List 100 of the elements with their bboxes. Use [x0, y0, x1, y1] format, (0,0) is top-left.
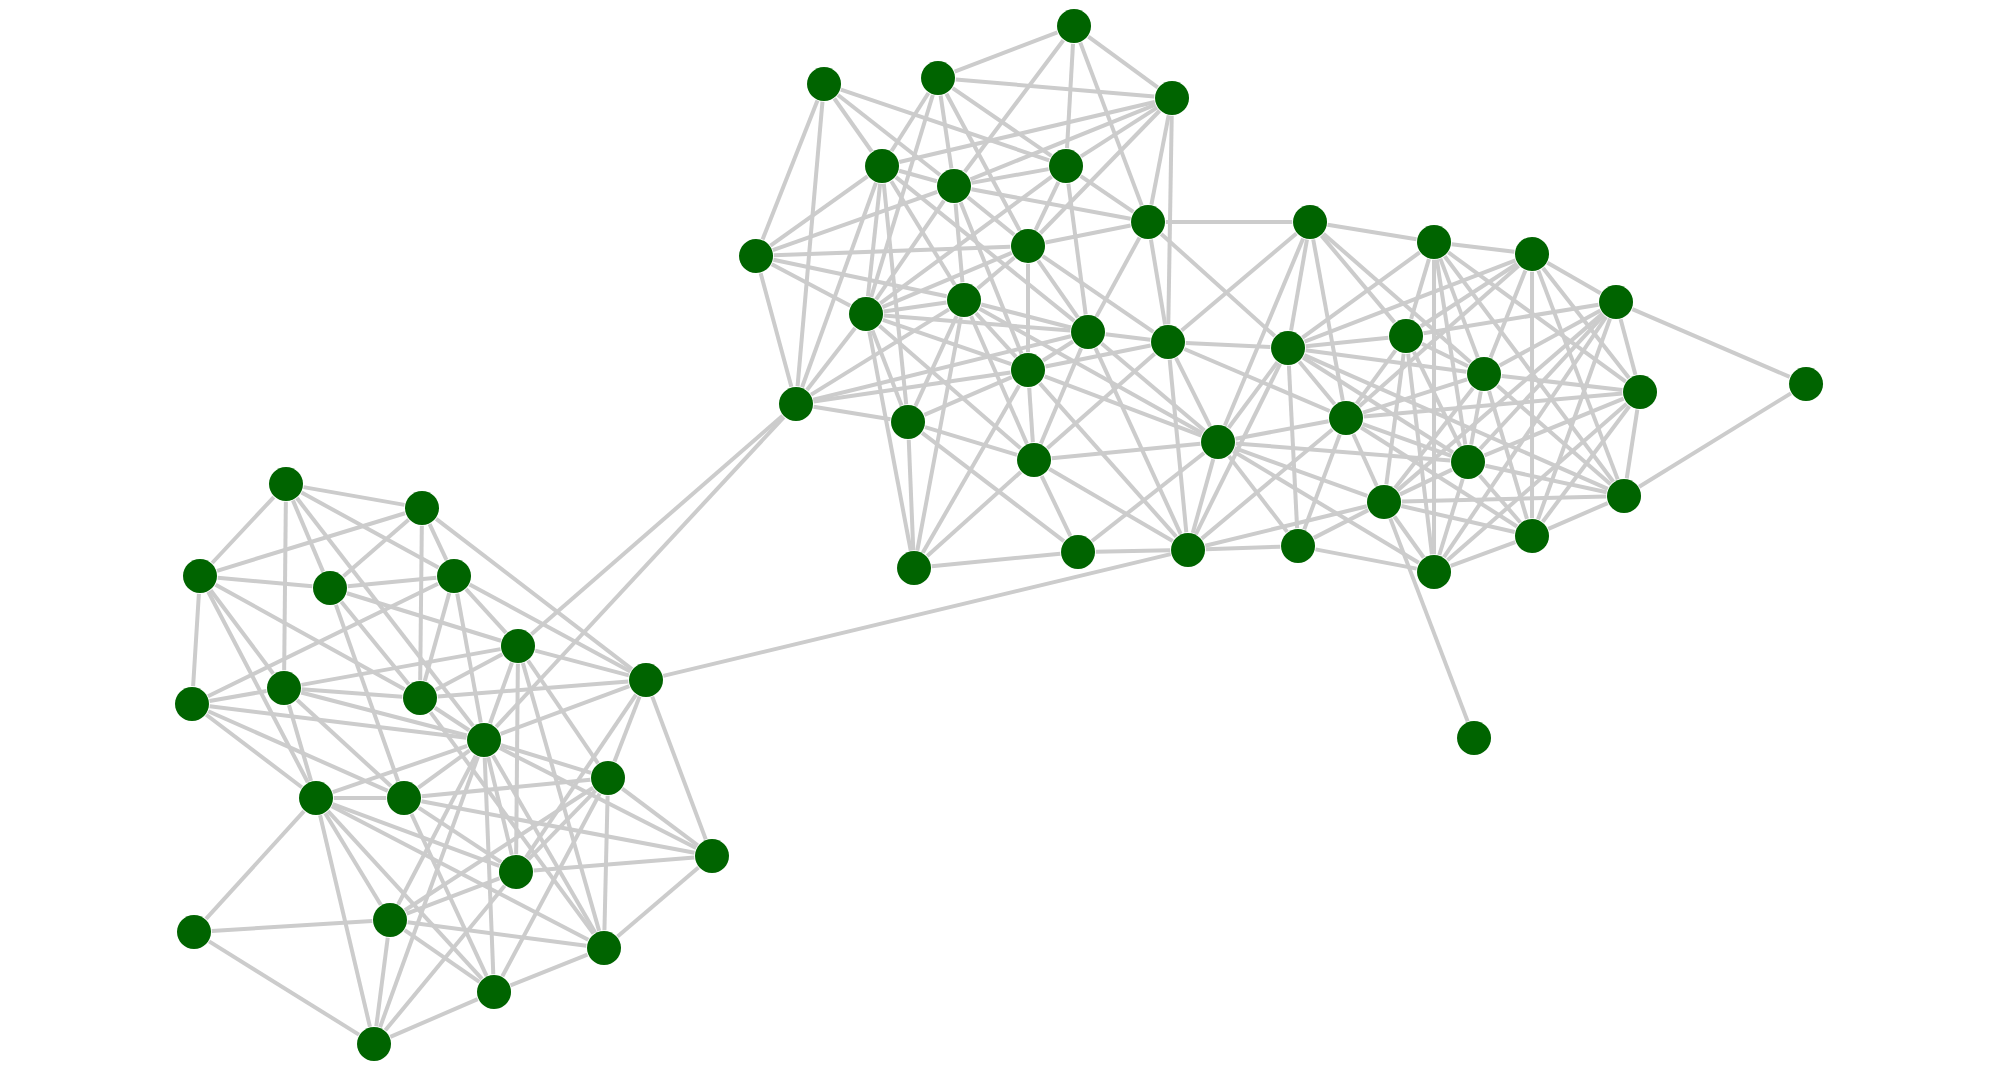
edge-line [969, 315, 1029, 445]
edge-line [1483, 396, 1625, 458]
edge-line [1039, 109, 1162, 235]
edge-line [1190, 458, 1216, 534]
edge-line [1087, 34, 1159, 90]
edge-line [342, 518, 410, 578]
edge-line [1234, 446, 1368, 498]
edge-line [1363, 391, 1623, 419]
edge-line [1302, 433, 1342, 531]
node-dot [1451, 445, 1485, 479]
edge-line [1094, 236, 1142, 318]
node-dot [865, 149, 899, 183]
edge-line [332, 802, 500, 868]
edge-line [1227, 454, 1289, 534]
edge-line [421, 799, 695, 855]
edge-line [326, 809, 484, 981]
node-dot [947, 283, 981, 317]
edge-line [938, 95, 954, 169]
edge-line [770, 262, 852, 308]
edge-line [1638, 391, 1792, 489]
edge-line [1432, 259, 1436, 555]
node-dot [313, 571, 347, 605]
edge-line [976, 255, 1016, 291]
edge-line [282, 501, 288, 671]
edge-line [389, 997, 479, 1039]
edge-line [417, 748, 471, 790]
edge-line [1409, 258, 1431, 320]
edge-line [906, 439, 916, 551]
edge-line [208, 939, 360, 1037]
edge-line [455, 593, 483, 723]
edge-line [1149, 115, 1171, 205]
edge-line [1043, 374, 1203, 438]
edge-line [921, 384, 1021, 554]
edge-line [1498, 308, 1602, 368]
node-dot [1457, 721, 1492, 755]
edge-line [295, 496, 475, 728]
edge-line [889, 180, 957, 286]
edge-line [1095, 548, 1171, 554]
edge-line [1360, 425, 1519, 529]
edge-line [403, 928, 481, 984]
edge-line [437, 679, 629, 699]
edge-line [1039, 475, 1073, 537]
edge-line [836, 93, 942, 177]
edge-line [1235, 441, 1451, 463]
edge-line [1400, 504, 1516, 534]
edge-line [494, 415, 786, 729]
edge-line [840, 87, 1050, 163]
edge-line [300, 690, 468, 738]
node-dot [1367, 485, 1401, 519]
edge-line [533, 855, 695, 873]
node-dot [499, 855, 533, 889]
edge-line [1319, 234, 1397, 324]
edge-line [969, 102, 1157, 182]
edge-line [1401, 494, 1607, 504]
edge-line [773, 257, 947, 299]
edge-line [500, 684, 630, 736]
edge-line [913, 315, 959, 407]
node-dot [1329, 401, 1363, 435]
edge-line [1183, 347, 1331, 413]
edge-line [1362, 422, 1452, 458]
edge-line [1180, 231, 1298, 333]
edge-line [1384, 353, 1406, 485]
edge-line [1541, 405, 1631, 523]
edge-line [1393, 386, 1475, 490]
edge-line [216, 511, 406, 573]
node-dot [477, 975, 511, 1009]
edge-line [1541, 266, 1631, 380]
edge-line [1079, 174, 1135, 214]
edge-line [1303, 353, 1609, 491]
edge-line [1100, 341, 1206, 433]
node-dot [629, 663, 663, 697]
node-dot [1057, 9, 1091, 43]
edge-line [953, 203, 965, 283]
edge-line [1322, 232, 1472, 364]
edge-line [1624, 409, 1640, 479]
edge-line [881, 251, 1013, 309]
edge-line [1038, 381, 1178, 539]
edge-line [209, 704, 467, 740]
node-dot [175, 687, 209, 721]
node-dot [1011, 353, 1045, 387]
edge-line [1406, 353, 1434, 555]
edge-line [217, 575, 313, 589]
edge-line [1412, 351, 1462, 447]
node-dot [467, 723, 501, 757]
edge-line [1297, 360, 1337, 406]
node-dot [267, 671, 301, 705]
edge-line [1048, 467, 1174, 543]
edge-line [1093, 347, 1183, 535]
edge-line [951, 86, 1053, 158]
edge-line [1045, 223, 1131, 245]
edge-line [1026, 263, 1030, 353]
edge-line [500, 743, 592, 775]
edge-line [464, 587, 508, 635]
edge-line [1148, 239, 1168, 325]
edge-line [1036, 259, 1080, 319]
edge-line [1354, 349, 1398, 405]
edge-line [301, 647, 501, 687]
edge-line [514, 663, 520, 855]
edge-line [509, 952, 589, 988]
edge-line [879, 174, 1053, 306]
